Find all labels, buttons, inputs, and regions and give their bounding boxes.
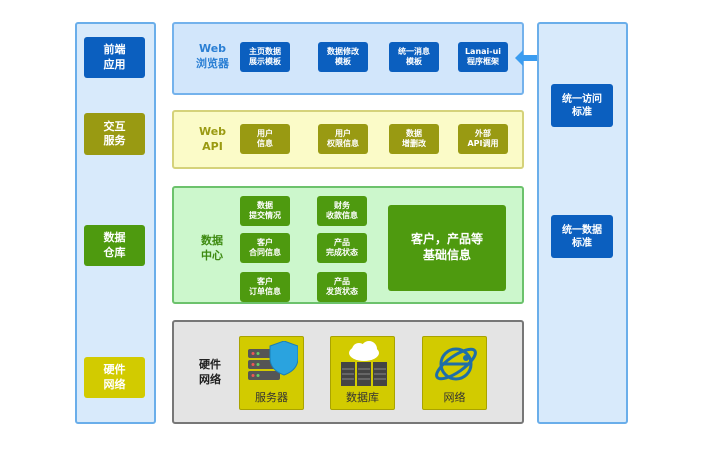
hardware-label: 硬件 网络 [199,358,221,386]
api-item: 用户 信息 [240,124,290,154]
data-item: 客户 合同信息 [240,233,290,263]
web-item: 数据修改 模板 [318,42,368,72]
frontend-app-block: 前端 应用 [84,37,145,78]
data-item: 财务 收款信息 [317,196,367,226]
data-item: 产品 完成状态 [317,233,367,263]
server-label: 服务器 [255,391,288,404]
database-cloud-icon [341,341,387,386]
server-shield-icon [248,341,298,380]
web-layer-label: Web 浏览器 [196,42,229,70]
data-item: 产品 发货状态 [317,272,367,302]
data-warehouse-block: 数据 仓库 [84,225,145,266]
base-info-block: 客户，产品等 基础信息 [388,205,506,291]
data-item: 客户 订单信息 [240,272,290,302]
data-center-label: 数据 中心 [201,234,223,262]
web-item: Lanai-ui 程序框架 [458,42,508,72]
database-tile: 数据库 [330,336,395,410]
api-item: 用户 权限信息 [318,124,368,154]
unified-data-standard-block: 统一数据 标准 [551,215,613,258]
unified-access-standard-block: 统一访问 标准 [551,84,613,127]
server-tile: 服务器 [239,336,304,410]
web-item: 统一消息 模板 [389,42,439,72]
api-item: 数据 增删改 [389,124,439,154]
api-item: 外部 API调用 [458,124,508,154]
network-globe-icon [435,347,477,381]
data-item: 数据 提交情况 [240,196,290,226]
database-label: 数据库 [346,391,379,404]
api-layer-label: Web API [198,125,227,153]
hardware-network-block: 硬件 网络 [84,357,145,398]
interaction-service-block: 交互 服务 [84,113,145,155]
network-label: 网络 [443,391,466,404]
web-item: 主页数据 展示模板 [240,42,290,72]
network-tile: 网络 [422,336,487,410]
